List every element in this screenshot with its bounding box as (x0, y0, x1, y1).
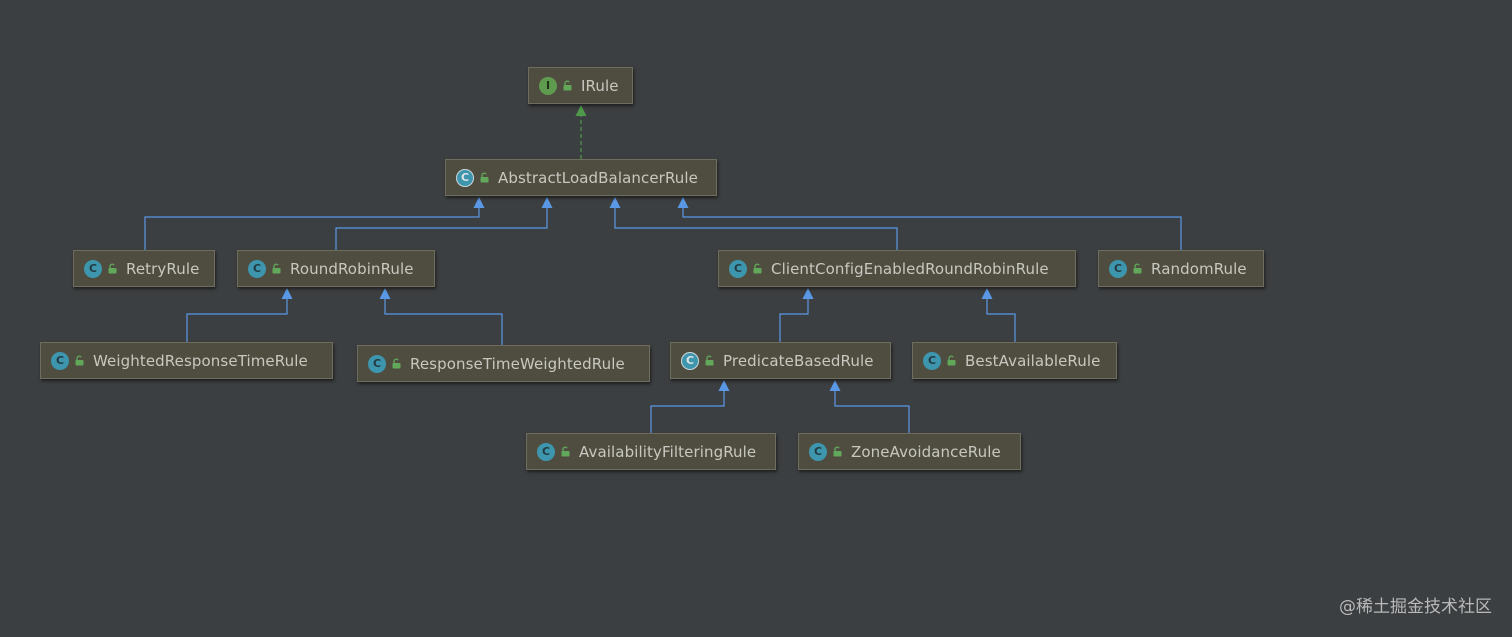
watermark: @稀土掘金技术社区 (1339, 597, 1492, 617)
class-node-availability[interactable]: C AvailabilityFilteringRule (526, 433, 776, 470)
class-kind-icon: C (729, 259, 747, 278)
arrowhead-retry-to-abstract (473, 197, 485, 208)
interface-kind-icon: I (539, 76, 557, 95)
arrowhead-random-to-abstract (677, 197, 689, 208)
edge-clientconfig-to-abstract (614, 208, 898, 250)
arrowhead-clientconfig-to-abstract (609, 197, 621, 208)
edge-availability-to-predicate (650, 391, 725, 433)
edge-roundrobin-to-abstract (335, 208, 548, 250)
class-kind-icon: C (923, 351, 941, 370)
class-node-weighted[interactable]: C WeightedResponseTimeRule (40, 342, 333, 379)
class-node-label: RoundRobinRule (290, 259, 414, 278)
class-node-random[interactable]: C RandomRule (1098, 250, 1264, 287)
edge-responsetime-to-roundrobin (384, 299, 503, 345)
class-node-zoneavoidance[interactable]: C ZoneAvoidanceRule (798, 433, 1021, 470)
public-visibility-icon (831, 446, 843, 458)
public-visibility-icon (703, 355, 715, 367)
arrowhead-predicate-to-clientconfig (802, 288, 814, 299)
arrowhead-bestavailable-to-clientconfig (981, 288, 993, 299)
edge-predicate-to-clientconfig (779, 299, 809, 342)
arrowhead-weighted-to-roundrobin (281, 288, 293, 299)
public-visibility-icon (561, 80, 573, 92)
class-kind-icon: C (248, 259, 266, 278)
class-node-label: BestAvailableRule (965, 351, 1101, 370)
public-visibility-icon (945, 355, 957, 367)
class-node-label: AvailabilityFilteringRule (579, 442, 757, 461)
class-kind-icon: C (809, 442, 827, 461)
class-node-label: IRule (581, 76, 619, 95)
class-node-bestavailable[interactable]: C BestAvailableRule (912, 342, 1117, 379)
public-visibility-icon (559, 446, 571, 458)
class-kind-icon: C (368, 354, 386, 373)
public-visibility-icon (73, 355, 85, 367)
edge-zoneavoidance-to-predicate (834, 391, 910, 433)
class-node-label: ResponseTimeWeightedRule (410, 354, 625, 373)
class-kind-icon: C (84, 259, 102, 278)
public-visibility-icon (478, 172, 490, 184)
arrowhead-responsetime-to-roundrobin (379, 288, 391, 299)
arrowhead-abstract-to-irule (575, 105, 587, 116)
arrowhead-availability-to-predicate (718, 380, 730, 391)
edge-weighted-to-roundrobin (186, 299, 288, 342)
class-node-clientconfig[interactable]: C ClientConfigEnabledRoundRobinRule (718, 250, 1076, 287)
class-node-responsetime[interactable]: C ResponseTimeWeightedRule (357, 345, 650, 382)
class-node-label: ZoneAvoidanceRule (851, 442, 1001, 461)
class-kind-icon: C (1109, 259, 1127, 278)
public-visibility-icon (751, 263, 763, 275)
class-kind-icon: C (537, 442, 555, 461)
abstract-class-kind-icon: C (456, 168, 474, 187)
edge-retry-to-abstract (144, 208, 480, 250)
class-node-abstract[interactable]: C AbstractLoadBalancerRule (445, 159, 717, 196)
class-node-label: PredicateBasedRule (723, 351, 874, 370)
class-node-predicate[interactable]: C PredicateBasedRule (670, 342, 891, 379)
class-node-label: AbstractLoadBalancerRule (498, 168, 698, 187)
public-visibility-icon (106, 263, 118, 275)
public-visibility-icon (390, 358, 402, 370)
class-node-label: RandomRule (1151, 259, 1247, 278)
arrowhead-zoneavoidance-to-predicate (829, 380, 841, 391)
class-node-label: ClientConfigEnabledRoundRobinRule (771, 259, 1049, 278)
edge-bestavailable-to-clientconfig (986, 299, 1016, 342)
class-node-label: WeightedResponseTimeRule (93, 351, 308, 370)
class-node-retry[interactable]: C RetryRule (73, 250, 215, 287)
class-node-irule[interactable]: I IRule (528, 67, 633, 104)
class-node-label: RetryRule (126, 259, 200, 278)
edge-random-to-abstract (682, 208, 1182, 250)
class-node-roundrobin[interactable]: C RoundRobinRule (237, 250, 435, 287)
abstract-class-kind-icon: C (681, 351, 699, 370)
public-visibility-icon (270, 263, 282, 275)
public-visibility-icon (1131, 263, 1143, 275)
class-kind-icon: C (51, 351, 69, 370)
arrowhead-roundrobin-to-abstract (541, 197, 553, 208)
